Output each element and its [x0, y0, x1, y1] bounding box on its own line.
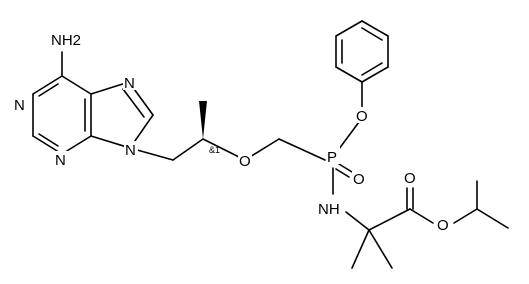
- ester-chain: [345, 180, 509, 269]
- bond-oester-ch: [453, 208, 478, 224]
- imidazole-ring: [90, 81, 154, 149]
- atom-n3: N: [55, 152, 66, 169]
- wedge-bond-methyl: [199, 101, 207, 139]
- bond-n9-c4: [90, 135, 131, 149]
- bond-ch2-p: [278, 138, 326, 161]
- bond-ch2-ch: [172, 138, 204, 161]
- atom-p: P: [327, 149, 337, 166]
- bond-c6-n1-double: [38, 83, 59, 97]
- bond-p-o-a: [338, 163, 353, 173]
- bond-nh-cq: [345, 211, 370, 231]
- bond-ph-4-double: [361, 27, 383, 41]
- bond-c6-n1: [32, 75, 63, 95]
- bond-cq-me2: [368, 229, 393, 269]
- bond-cq-cco: [368, 208, 411, 231]
- atom-n9: N: [125, 142, 136, 159]
- bond-cq-me1: [351, 229, 370, 269]
- bond-c2-n3-double: [38, 133, 59, 147]
- atom-nh: NH: [318, 201, 340, 218]
- bond-ph-1: [335, 66, 363, 83]
- bond-c5-c6: [61, 75, 92, 95]
- bond-p-o-b: [335, 168, 350, 178]
- atom-n7: N: [124, 75, 135, 92]
- bond-ph-6-double: [361, 62, 383, 76]
- atom-labels: NH2 N N N N O P O O NH O O &1: [13, 30, 450, 234]
- pyrimidine-ring: [32, 51, 92, 155]
- atom-o-ester: O: [437, 217, 449, 234]
- phenyl-ring: [335, 20, 389, 108]
- bond-ch-me2: [476, 208, 509, 229]
- bond-c-oester: [409, 208, 434, 224]
- bond-c5-n7: [90, 81, 130, 95]
- bond-ph-6: [361, 66, 389, 83]
- bond-ph-4: [361, 20, 389, 37]
- atom-nh2: NH2: [51, 32, 81, 49]
- atom-o-carbonyl: O: [404, 170, 416, 187]
- stereo-label: &1: [209, 145, 220, 155]
- bond-n7-c8-double: [122, 88, 145, 118]
- atom-o-phenoxy: O: [356, 108, 368, 125]
- atom-n1: N: [14, 97, 25, 114]
- atom-o-phosphoryl: O: [353, 171, 365, 188]
- bond-ph-3: [335, 20, 363, 37]
- atom-o-ether: O: [239, 153, 251, 170]
- side-chain: [129, 101, 326, 161]
